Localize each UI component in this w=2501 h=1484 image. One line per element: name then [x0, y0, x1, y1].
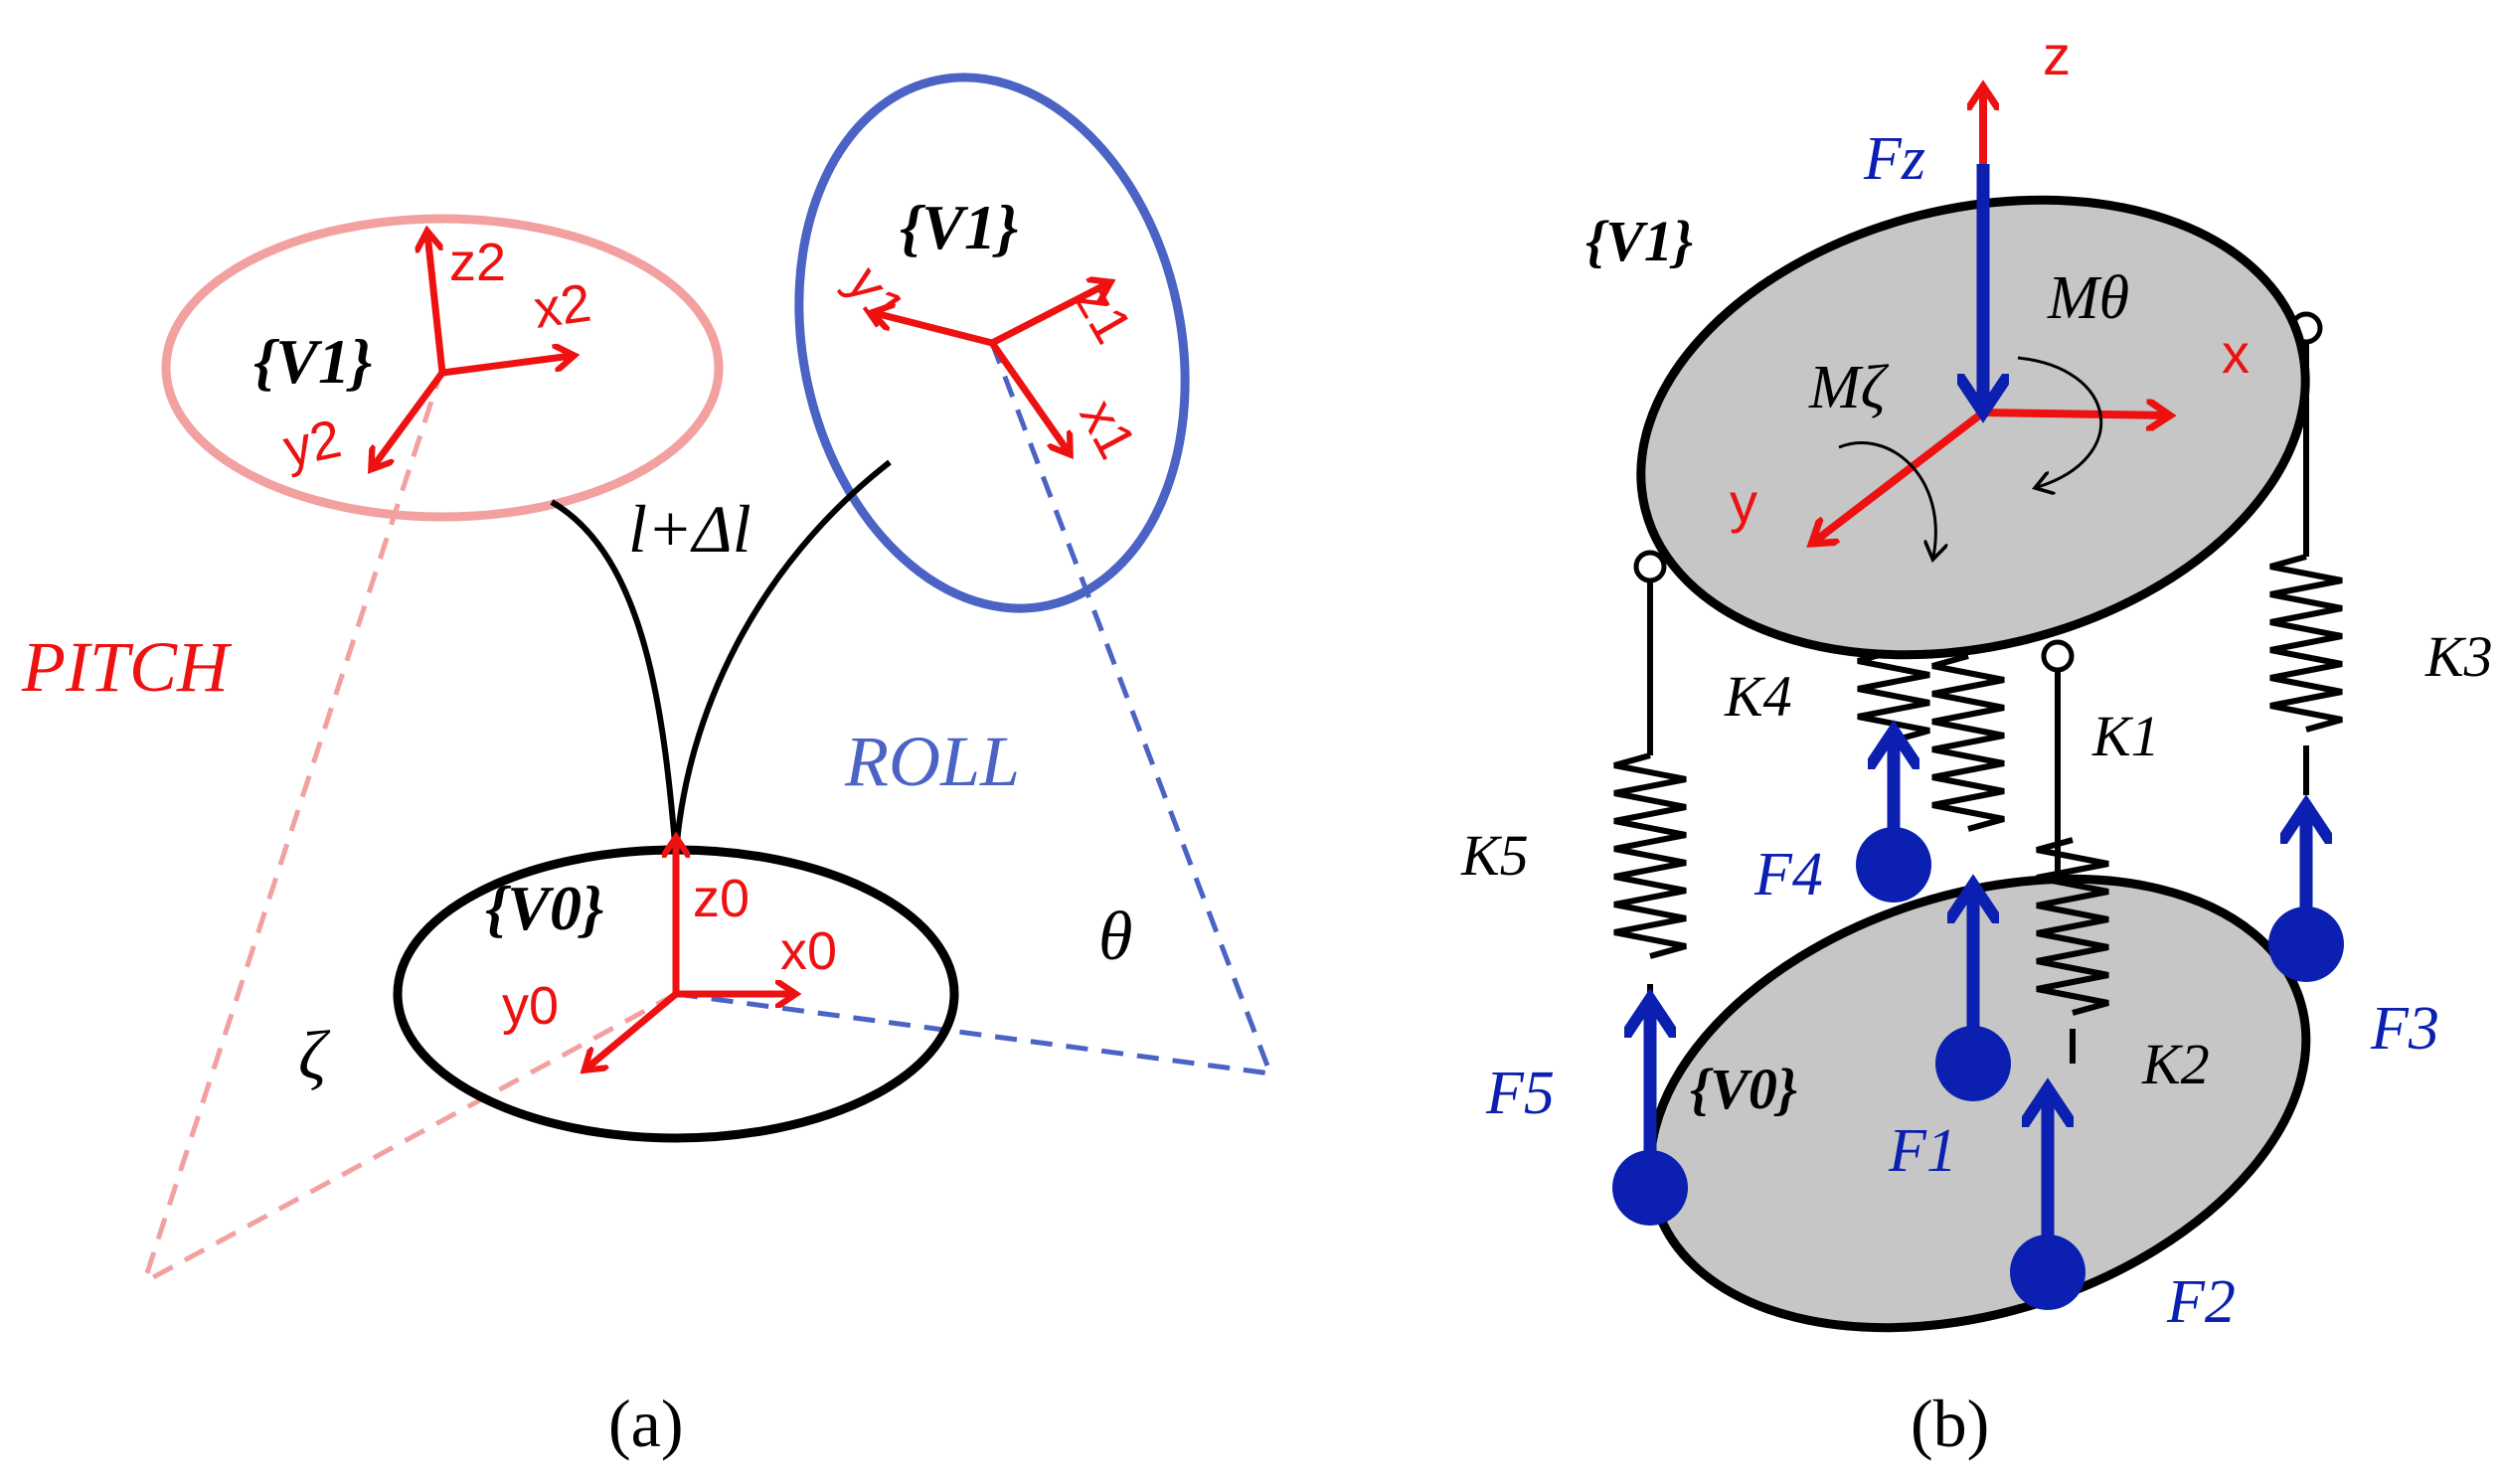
force-f3	[2268, 810, 2344, 982]
axis-label-y: y	[1730, 471, 1757, 534]
moment-theta-arc	[2017, 356, 2103, 487]
zeta-label: ζ	[298, 1018, 331, 1094]
force-label-f5: F5	[1485, 1060, 1555, 1127]
top-axes	[1814, 89, 2167, 542]
spring-k1-column	[1931, 639, 2075, 875]
axis-label-y0: y0	[502, 976, 559, 1036]
panel-a: {V1} z2 x2 y2 {V1} y1 z1 x1 l+Δl PITCH R…	[21, 73, 1273, 1461]
pitch-label: PITCH	[21, 627, 233, 707]
axis-label-x2: x2	[530, 273, 594, 340]
flex-link-left	[550, 499, 679, 856]
spring-k4	[1857, 648, 1930, 743]
pitch-axes	[373, 234, 572, 467]
force-label-f4: F4	[1753, 841, 1823, 908]
moment-zeta-arc	[1838, 441, 1935, 557]
axis-label-z: z	[2043, 24, 2071, 86]
frame-label-roll: {V1}	[900, 192, 1018, 262]
caption-a: (a)	[608, 1386, 683, 1461]
caption-b: (b)	[1911, 1386, 1989, 1461]
spring-k2	[2036, 837, 2109, 1064]
moment-zeta-label: Mζ	[1808, 354, 1890, 421]
frame-label-pitch: {V1}	[253, 326, 372, 397]
pitch-cone	[141, 367, 678, 1285]
roll-axes	[875, 283, 1108, 452]
axis-label-x1: x1	[1068, 390, 1147, 468]
moment-theta-label: Mθ	[2047, 264, 2129, 332]
length-label: l+Δl	[628, 491, 751, 567]
roll-label: ROLL	[844, 722, 1020, 801]
roll-cone	[675, 342, 1273, 1076]
axis-label-z0: z0	[693, 869, 750, 928]
force-label-f1: F1	[1888, 1117, 1957, 1185]
force-f1	[1935, 890, 2011, 1101]
axis-label-z1: z1	[1064, 274, 1143, 353]
panel-b: z Fz {V1} Mθ Mζ x y K3 K4 K1 K5 K2 F4 F3…	[1460, 24, 2493, 1461]
flex-link-right	[673, 459, 892, 856]
spring-label-k4: K4	[1724, 664, 1792, 729]
frame-label-top: {V1}	[1585, 209, 1693, 273]
force-f4	[1856, 736, 1931, 903]
force-f2	[2010, 1093, 2085, 1310]
axis-label-x: x	[2222, 322, 2250, 385]
frame-label-bottom: {V0}	[1690, 1057, 1797, 1121]
spring-label-k1: K1	[2091, 704, 2160, 768]
force-z-label: Fz	[1863, 125, 1925, 193]
axis-label-z2: z2	[449, 233, 506, 292]
theta-label: θ	[1098, 899, 1132, 975]
force-label-f2: F2	[2166, 1268, 2236, 1336]
spring-label-k5: K5	[1460, 823, 1529, 888]
base-axes	[586, 840, 793, 1069]
pitch-platform	[161, 214, 724, 522]
axis-label-y2: y2	[278, 409, 346, 479]
spring-label-k3: K3	[2424, 624, 2493, 689]
axis-label-y1: y1	[835, 255, 917, 336]
force-f5	[1612, 1004, 1688, 1226]
axis-label-x0: x0	[780, 921, 837, 981]
roll-platform	[794, 73, 1190, 613]
top-platform	[1636, 195, 2310, 660]
spring-label-k2: K2	[2141, 1032, 2210, 1096]
frame-label-base: {V0}	[485, 873, 603, 943]
force-label-f3: F3	[2370, 995, 2439, 1063]
